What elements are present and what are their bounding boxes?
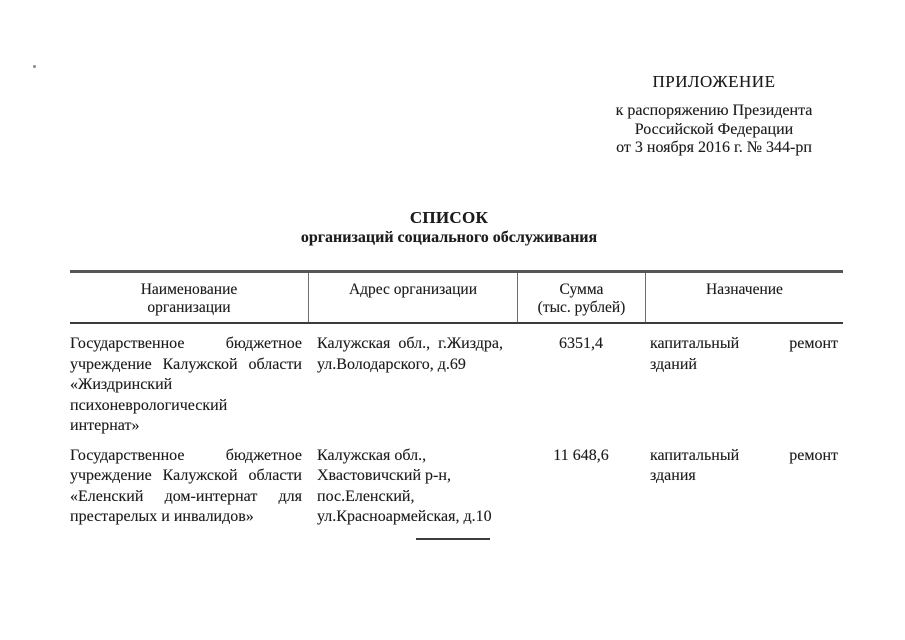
- cell-purpose: капитальный ремонт здания: [650, 446, 838, 485]
- column-header-purpose: Назначение: [645, 273, 843, 322]
- table-row: Государственное бюджетное учреждение Кал…: [70, 446, 843, 528]
- scan-artifact-dot: [33, 65, 36, 68]
- cell-organization-address: Калужская обл., Хвастовичский р-н, пос.Е…: [317, 446, 492, 526]
- title-subtitle: организаций социального обслуживания: [300, 229, 598, 246]
- appendix-label: ПРИЛОЖЕНИЕ: [652, 72, 776, 91]
- header-line-country: Российской Федерации: [634, 120, 794, 138]
- cell-purpose: капитальный ремонт зданий: [650, 335, 838, 373]
- cell-sum: 11 648,6: [553, 446, 609, 464]
- column-header-sum: Сумма (тыс. рублей): [517, 273, 645, 322]
- document-title: СПИСОК организаций социального обслужива…: [0, 208, 898, 248]
- document-header-block: ПРИЛОЖЕНИЕ к распоряжению Президента Рос…: [610, 72, 818, 158]
- header-line-date-number: от 3 ноября 2016 г. № 344-рп: [616, 139, 812, 156]
- organizations-table: Наименование организации Адрес организац…: [70, 270, 843, 528]
- title-main: СПИСОК: [409, 208, 489, 227]
- cell-organization-address: Калужская обл., г.Жиздра, ул.Володарског…: [317, 335, 503, 373]
- footnote-rule: [416, 538, 490, 540]
- cell-sum: 6351,4: [559, 335, 603, 352]
- header-line-decree: к распоряжению Президента: [615, 102, 813, 119]
- table-row: Государственное бюджетное учреждение Кал…: [70, 334, 843, 437]
- column-header-address: Адрес организации: [308, 273, 517, 322]
- cell-organization-name: Государственное бюджетное учреждение Кал…: [70, 446, 302, 526]
- cell-organization-name: Государственное бюджетное учреждение Кал…: [70, 335, 302, 434]
- table-header-row: Наименование организации Адрес организац…: [70, 270, 843, 324]
- table-body: Государственное бюджетное учреждение Кал…: [70, 324, 843, 528]
- column-header-name: Наименование организации: [140, 281, 238, 316]
